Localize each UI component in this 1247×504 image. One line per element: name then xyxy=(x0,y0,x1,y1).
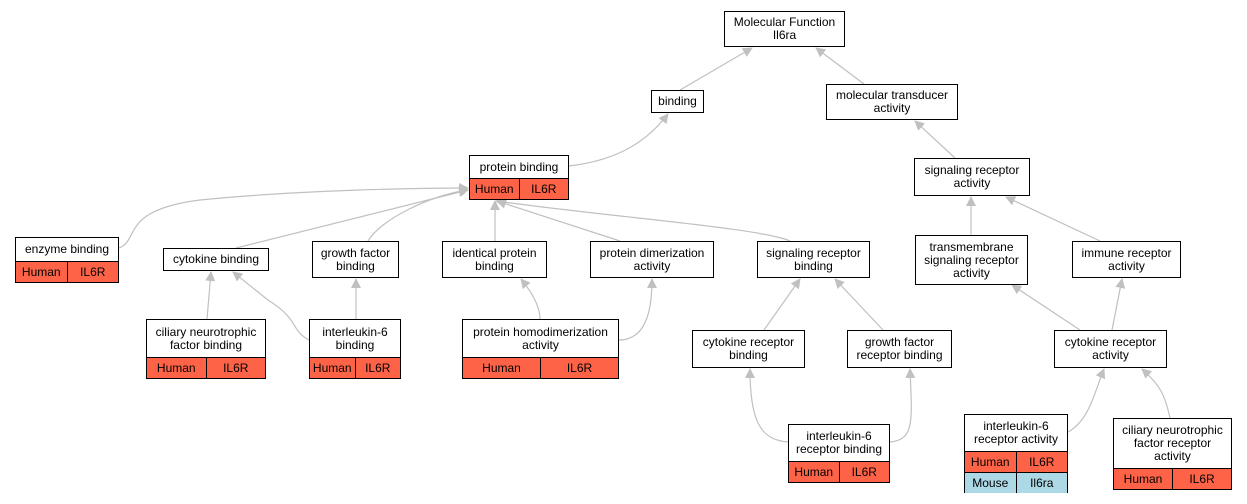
edge-cntfra-cytokine-activity xyxy=(1141,368,1171,419)
node-growth-factor-binding[interactable]: growth factor binding xyxy=(312,241,399,278)
species-cell: Human xyxy=(16,262,67,282)
node-label: ciliary neurotrophic factor binding xyxy=(155,324,257,352)
node-label: protein binding xyxy=(479,159,559,174)
node-signaling-receptor-binding[interactable]: signaling receptor binding xyxy=(757,241,870,278)
edge-cytokine-activity-transmembrane xyxy=(1011,284,1081,331)
node-label: interleukin-6 receptor binding xyxy=(795,429,883,456)
node-label: protein homodimerization activity xyxy=(473,324,608,352)
species-cell: Human xyxy=(147,358,206,378)
gene-cell: IL6R xyxy=(838,462,889,482)
node-ciliary-neurotrophic-factor-receptor-activity[interactable]: ciliary neurotrophic factor receptor act… xyxy=(1113,418,1232,490)
edge-growth-receptor-signaling-binding xyxy=(834,278,884,331)
gene-cell: IL6R xyxy=(1172,469,1231,489)
edge-dimerization-protein-binding xyxy=(496,199,621,242)
edge-il6rb-cytokine-receptor-binding xyxy=(745,368,789,443)
node-growth-factor-receptor-binding[interactable]: growth factor receptor binding xyxy=(847,330,952,368)
node-immune-receptor-activity[interactable]: immune receptor activity xyxy=(1072,241,1181,278)
edge-homodimer-identical xyxy=(520,278,541,320)
node-label: cytokine receptor binding xyxy=(702,335,795,362)
node-label: growth factor binding xyxy=(320,245,391,273)
edge-growth-protein-binding xyxy=(367,186,469,242)
node-label: cytokine binding xyxy=(172,252,260,266)
edge-homodimer-dimerization xyxy=(618,278,657,341)
edge-immune-signaling xyxy=(1005,196,1101,242)
node-label: growth factor receptor binding xyxy=(856,335,943,362)
edge-il6rb-growth-receptor-binding xyxy=(889,368,916,443)
gene-cell: IL6R xyxy=(205,358,265,378)
node-cytokine-binding[interactable]: cytokine binding xyxy=(163,248,269,271)
node-molecular-transducer-activity[interactable]: molecular transducer activity xyxy=(826,84,958,120)
node-binding[interactable]: binding xyxy=(651,90,704,113)
species-cell: Human xyxy=(470,179,519,199)
node-transmembrane-signaling-receptor-activity[interactable]: transmembrane signaling receptor activit… xyxy=(915,235,1028,285)
node-label: signaling receptor binding xyxy=(766,245,861,273)
node-label: protein dimerization activity xyxy=(599,245,705,273)
node-label: molecular transducer activity xyxy=(835,88,949,115)
node-cytokine-receptor-activity[interactable]: cytokine receptor activity xyxy=(1054,330,1167,368)
species-cell: Human xyxy=(789,462,839,482)
gene-cell: IL6R xyxy=(354,358,400,378)
gene-cell: IL6R xyxy=(540,358,618,378)
edge-cytokine-activity-immune xyxy=(1111,278,1126,331)
node-label: ciliary neurotrophic factor receptor act… xyxy=(1122,423,1223,463)
edge-cytokine-receptor-signaling-binding xyxy=(763,278,801,331)
species-cell: Mouse xyxy=(965,473,1016,493)
species-cell: Human xyxy=(1114,469,1172,489)
node-label: binding xyxy=(658,94,697,108)
node-label: enzyme binding xyxy=(24,242,110,256)
species-cell: Human xyxy=(310,358,355,378)
gene-cell: IL6R xyxy=(518,179,568,199)
edge-signaling-activity-transducer xyxy=(914,120,956,159)
gene-cell: IL6R xyxy=(66,262,118,282)
edge-protein-binding-binding xyxy=(568,113,669,167)
species-cell: Human xyxy=(965,452,1016,472)
edge-il6-cytokine-binding xyxy=(232,271,310,341)
edge-signaling-binding-protein-binding xyxy=(495,197,791,242)
edge-il6ra-cytokine-activity xyxy=(1067,368,1106,433)
node-label: transmembrane signaling receptor activit… xyxy=(924,239,1019,280)
gene-cell: IL6R xyxy=(1015,452,1067,472)
node-ciliary-neurotrophic-factor-binding[interactable]: ciliary neurotrophic factor binding Huma… xyxy=(146,319,266,379)
node-label: interleukin-6 binding xyxy=(322,324,388,352)
node-label: cytokine receptor activity xyxy=(1064,335,1157,362)
edge-enzyme-protein-binding xyxy=(118,183,469,249)
edge-transducer-root xyxy=(815,47,865,85)
edge-binding-root xyxy=(679,47,753,91)
node-label: interleukin-6 receptor activity xyxy=(973,419,1059,446)
node-label: immune receptor activity xyxy=(1081,245,1172,273)
node-cytokine-receptor-binding[interactable]: cytokine receptor binding xyxy=(692,330,805,368)
node-identical-protein-binding[interactable]: identical protein binding xyxy=(442,241,547,278)
node-label: Molecular Function Il6ra xyxy=(733,15,836,42)
node-signaling-receptor-activity[interactable]: signaling receptor activity xyxy=(914,158,1030,196)
node-protein-dimerization-activity[interactable]: protein dimerization activity xyxy=(590,241,714,278)
gene-cell: Il6ra xyxy=(1015,473,1067,493)
edge-cntf-cytokine-binding xyxy=(205,271,216,320)
node-label: signaling receptor activity xyxy=(924,163,1020,190)
node-label: identical protein binding xyxy=(452,245,537,273)
node-molecular-function-root[interactable]: Molecular Function Il6ra xyxy=(724,11,845,47)
species-cell: Human xyxy=(463,358,540,378)
